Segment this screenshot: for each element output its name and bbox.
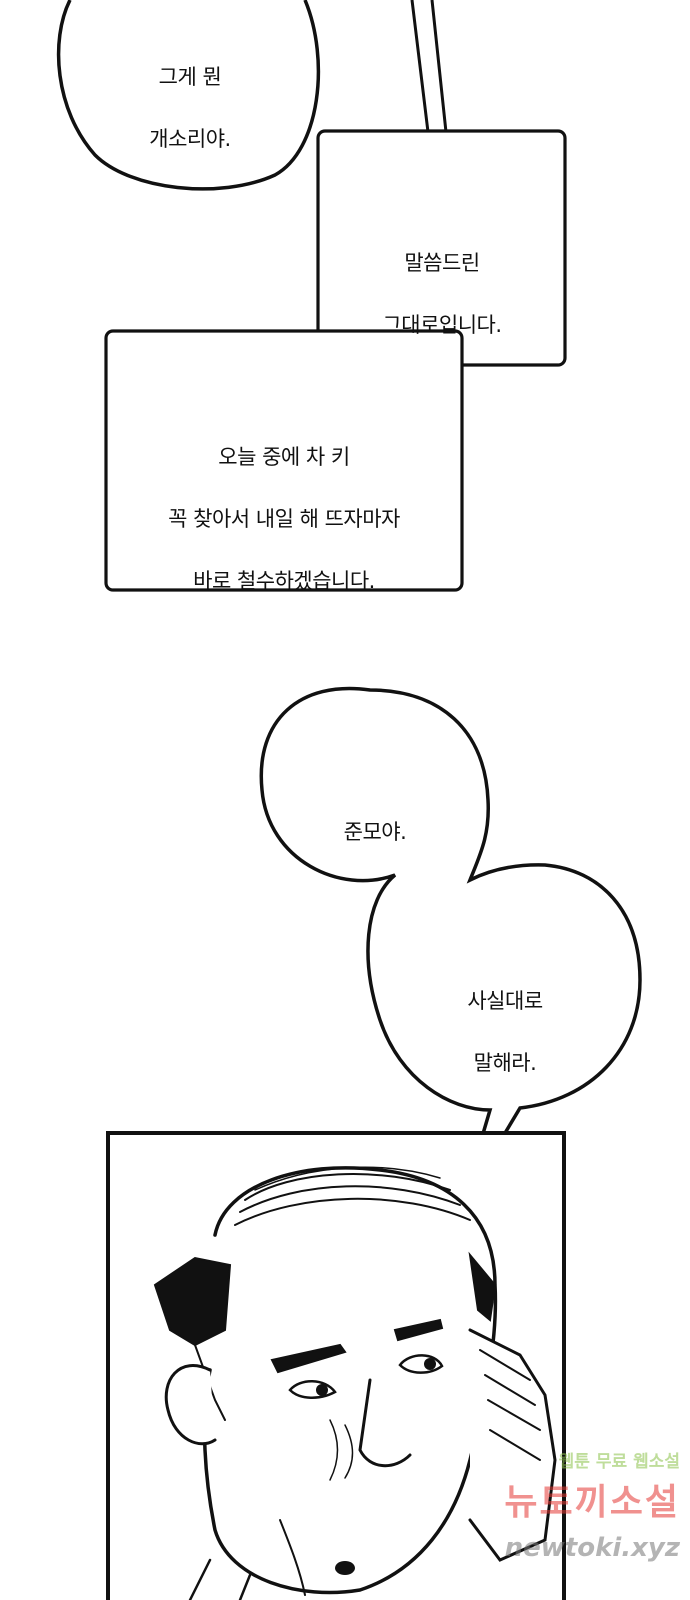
watermark-line-3: newtoki.xyz xyxy=(504,1533,680,1563)
site-watermark: 웹툰 무료 웹소설 뉴토끼소설 newtoki.xyz xyxy=(465,1447,680,1577)
narration-box-2 xyxy=(104,329,464,592)
speech-tail-lines xyxy=(410,0,448,133)
cloud-1-text: 준모야. xyxy=(300,786,450,879)
top-speech-bubble xyxy=(56,0,321,191)
top-bubble-line-2: 개소리야. xyxy=(149,127,231,151)
box-2-line-2: 꼭 찾아서 내일 해 뜨자마자 xyxy=(168,507,400,531)
cloud-2-line-1: 사실대로 xyxy=(467,989,543,1013)
cloud-2-text: 사실대로 말해라. xyxy=(425,955,585,1110)
watermark-line-1: 웹툰 무료 웹소설 xyxy=(558,1452,680,1472)
character-illustration xyxy=(153,1166,557,1600)
box-2-line-1: 오늘 중에 차 키 xyxy=(218,445,350,469)
box-2-line-3: 바로 철수하겠습니다. xyxy=(193,569,375,593)
watermark-line-2: 뉴토끼소설 xyxy=(504,1482,680,1523)
cloud-1-line-1: 준모야. xyxy=(343,820,407,844)
box-2-text: 오늘 중에 차 키 꼭 찾아서 내일 해 뜨자마자 바로 철수하겠습니다. xyxy=(118,411,450,628)
box-1-line-1: 말씀드린 xyxy=(404,251,480,275)
top-bubble-line-1: 그게 뭔 xyxy=(158,65,222,89)
cloud-speech-bubble xyxy=(259,686,642,1206)
box-1-text: 말씀드린 그대로입니다. xyxy=(338,217,546,372)
top-bubble-text: 그게 뭔 개소리야. xyxy=(110,31,270,186)
cloud-2-line-2: 말해라. xyxy=(473,1051,537,1075)
box-1-line-2: 그대로입니다. xyxy=(382,313,502,337)
